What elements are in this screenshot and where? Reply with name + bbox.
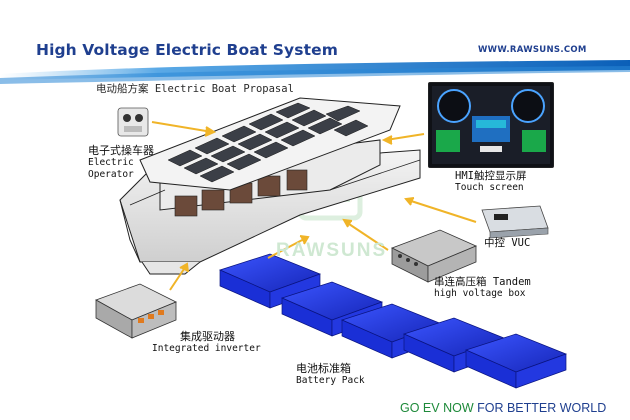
watermark-text: RAWSUNS xyxy=(276,240,387,262)
arrow-hmi xyxy=(384,134,424,144)
operator-label-en1: Electric xyxy=(88,157,154,169)
tandem-hv-box xyxy=(392,230,476,282)
slogan-part1: GO EV NOW xyxy=(400,401,474,415)
integrated-inverter xyxy=(96,284,176,338)
hv-box-label-cn: 串连高压箱 Tandem xyxy=(434,276,531,288)
hv-box-label-en: high voltage box xyxy=(434,288,531,300)
hmi-label: HMI触控显示屏 Touch screen xyxy=(455,170,526,194)
operator-label-cn: 电子式操车器 xyxy=(88,145,154,157)
page-title: High Voltage Electric Boat System xyxy=(36,41,338,59)
vuc-controller xyxy=(482,206,548,238)
arrow-operator xyxy=(152,122,214,136)
header-swoosh xyxy=(0,60,630,84)
inverter-label-cn: 集成驱动器 xyxy=(152,331,261,343)
hmi-label-cn: HMI触控显示屏 xyxy=(455,170,526,182)
inverter-label-en: Integrated inverter xyxy=(152,343,261,355)
battery-label-cn: 电池标准箱 xyxy=(296,363,365,375)
battery-label: 电池标准箱 Battery Pack xyxy=(296,363,365,387)
battery-label-en: Battery Pack xyxy=(296,375,365,387)
slogan: GO EV NOW FOR BETTER WORLD xyxy=(400,401,606,415)
inverter-label: 集成驱动器 Integrated inverter xyxy=(152,331,261,355)
slogan-part2: FOR BETTER WORLD xyxy=(474,401,607,415)
website-url: WWW.RAWSUNS.COM xyxy=(478,45,587,55)
electric-operator-device xyxy=(118,108,148,136)
arrow-vuc xyxy=(406,198,476,222)
hmi-label-en: Touch screen xyxy=(455,182,526,194)
operator-label-en2: Operator xyxy=(88,169,154,181)
hv-box-label: 串连高压箱 Tandem high voltage box xyxy=(434,276,531,300)
vuc-label: 中控 VUC xyxy=(484,237,530,249)
hmi-touchscreen xyxy=(428,82,554,168)
battery-packs xyxy=(220,254,566,388)
proposal-caption: 电动船方案 Electric Boat Propasal xyxy=(96,81,294,96)
operator-label: 电子式操车器 Electric Operator xyxy=(88,145,154,181)
